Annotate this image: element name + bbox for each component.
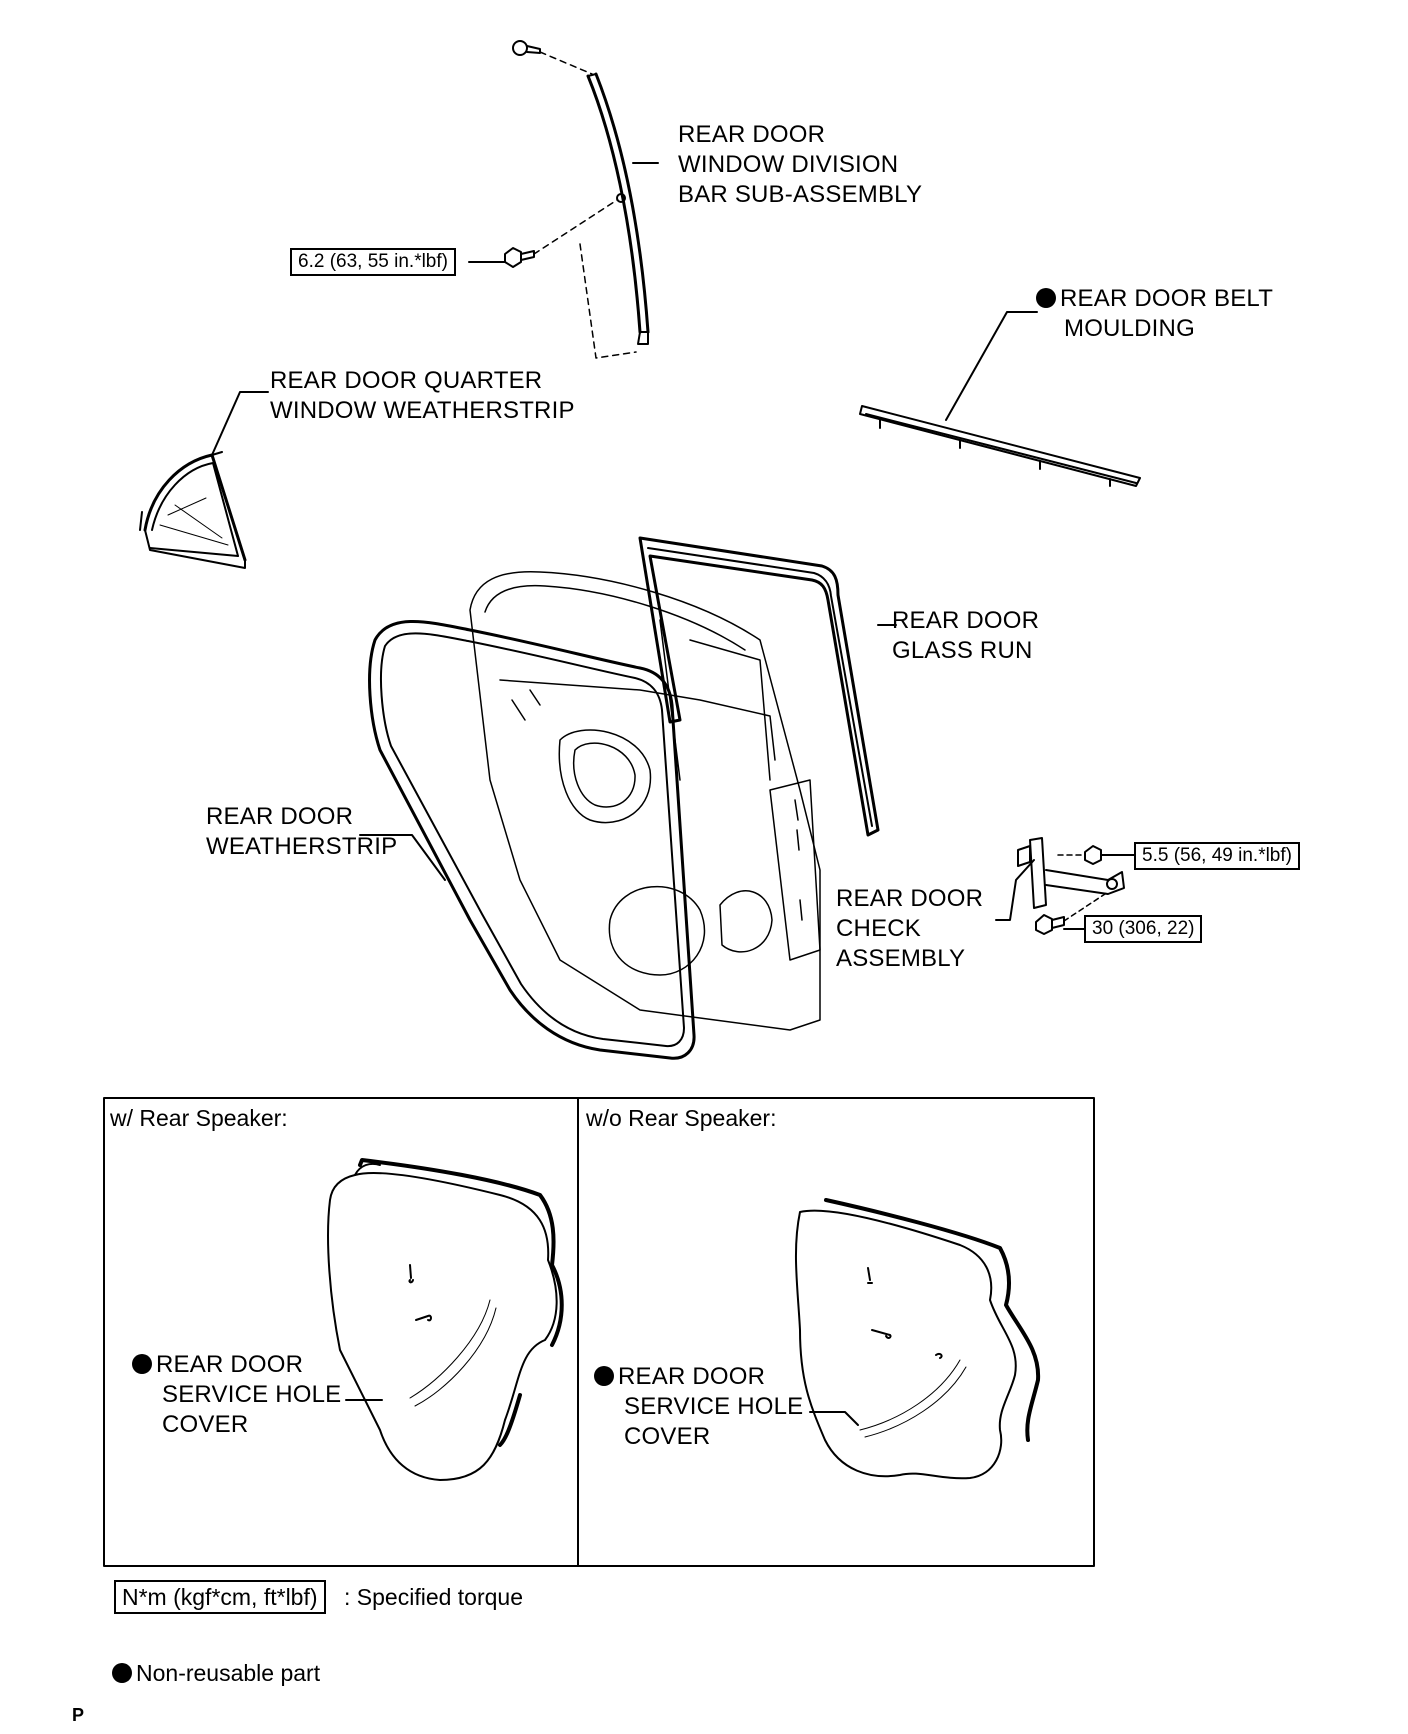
service-hole-cover-right	[794, 1198, 1041, 1480]
belt-moulding-part	[859, 311, 1141, 487]
panels-frame	[103, 1097, 1095, 1567]
non-reusable-dot-icon	[1036, 288, 1056, 308]
label-check-assembly: REAR DOOR CHECK ASSEMBLY	[836, 885, 984, 972]
label-belt-moulding: REAR DOOR BELT	[1036, 284, 1273, 314]
label-service-hole-right-line3: COVER	[624, 1423, 711, 1450]
label-quarter-weatherstrip: REAR DOOR QUARTER WINDOW WEATHERSTRIP	[270, 367, 575, 424]
label-service-hole-left: REAR DOOR	[132, 1350, 303, 1380]
check-assembly-part	[995, 837, 1137, 935]
non-reusable-dot-icon	[132, 1354, 152, 1374]
window-division-bar-part	[468, 40, 659, 359]
label-service-hole-left-line3: COVER	[162, 1411, 249, 1438]
panel-title-without-speaker: w/o Rear Speaker:	[586, 1105, 777, 1131]
label-glass-run: REAR DOOR GLASS RUN	[892, 607, 1040, 664]
label-service-hole-right: REAR DOOR	[594, 1362, 765, 1392]
weatherstrip-part	[359, 620, 696, 1060]
non-reusable-dot-icon	[112, 1663, 132, 1683]
screw-icon	[512, 40, 541, 56]
panel-title-with-speaker: w/ Rear Speaker:	[110, 1105, 288, 1131]
torque-division-bar-bolt: 6.2 (63, 55 in.*lbf)	[290, 248, 456, 276]
label-service-hole-left-line2: SERVICE HOLE	[162, 1381, 342, 1408]
service-hole-cover-left	[327, 1158, 564, 1481]
quarter-weatherstrip-part	[139, 391, 269, 569]
torque-check-bolt-lower: 30 (306, 22)	[1084, 915, 1203, 943]
bolt-icon	[1084, 845, 1102, 865]
label-belt-moulding-line2: MOULDING	[1064, 315, 1195, 342]
non-reusable-dot-icon	[594, 1366, 614, 1386]
bolt-icon	[504, 247, 535, 268]
label-weatherstrip: REAR DOOR WEATHERSTRIP	[206, 803, 398, 860]
bolt-icon	[1035, 914, 1065, 935]
glass-run-part	[638, 536, 897, 837]
torque-check-bolt-upper: 5.5 (56, 49 in.*lbf)	[1134, 842, 1300, 870]
label-service-hole-right-line2: SERVICE HOLE	[624, 1393, 804, 1420]
legend-non-reusable: Non-reusable part	[112, 1658, 320, 1688]
legend-torque-unit: N*m (kgf*cm, ft*lbf)	[114, 1580, 326, 1614]
label-division-bar: REAR DOOR WINDOW DIVISION BAR SUB-ASSEMB…	[678, 121, 923, 208]
corner-mark: P	[72, 1705, 85, 1725]
legend-torque-desc: : Specified torque	[344, 1584, 524, 1610]
